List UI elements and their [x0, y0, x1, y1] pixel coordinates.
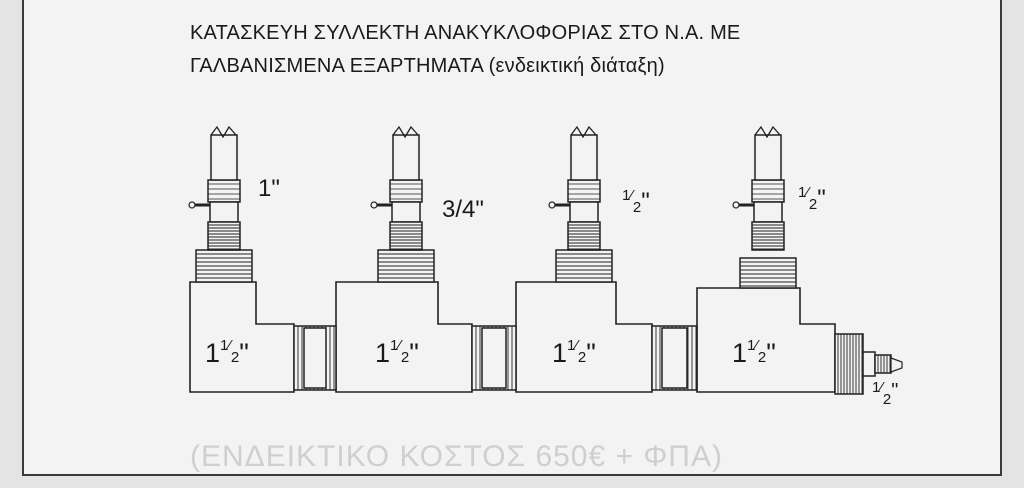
tee-4-top-thread	[739, 257, 797, 289]
valve-3-body	[569, 201, 599, 223]
valve-4-thread	[751, 221, 785, 251]
valve-2-body	[391, 201, 421, 223]
valve-2-handle-knob	[370, 201, 378, 209]
drawing-frame	[22, 0, 1002, 476]
branch-3-size: 1⁄2"	[622, 187, 650, 216]
branch-4-pipe	[754, 134, 782, 181]
branch-4-break-mark	[754, 125, 781, 139]
branch-2-size: 3/4"	[442, 196, 484, 223]
tee-2-body	[335, 281, 473, 393]
valve-4-handle-knob	[732, 201, 740, 209]
valve-3-handle-knob	[548, 201, 556, 209]
branch-4-size: 1⁄2"	[798, 184, 826, 213]
branch-1-pipe	[210, 134, 238, 181]
end-plug-tip	[890, 357, 903, 373]
tee-4-body	[696, 287, 836, 393]
title-line-2: ΓΑΛΒΑΝΙΣΜΕΝΑ ΕΞΑΡΤΗΜΑΤΑ (ενδεικτική διάτ…	[190, 55, 665, 77]
branch-3-break-mark	[570, 125, 597, 139]
nipple-1-hex	[303, 327, 327, 389]
end-fitting-size: 1⁄2"	[872, 379, 899, 408]
valve-1-handle-knob	[188, 201, 196, 209]
valve-3-thread	[567, 221, 601, 251]
branch-3-pipe	[570, 134, 598, 181]
title-line-1: ΚΑΤΑΣΚΕΥΗ ΣΥΛΛΕΚΤΗ ΑΝΑΚΥΚΛΟΦΟΡΙΑΣ ΣΤΟ Ν.…	[190, 22, 741, 44]
tee-2-size: 11⁄2"	[375, 337, 419, 368]
nipple-2-hex	[481, 327, 507, 389]
branch-2-pipe	[392, 134, 420, 181]
tee-4-size: 11⁄2"	[732, 337, 776, 368]
valve-2-thread	[389, 221, 423, 251]
valve-4-body	[753, 201, 783, 223]
tee-1-body	[189, 281, 295, 393]
valve-1-thread	[207, 221, 241, 251]
faded-cost-note: (ΕΝΔΕΙΚΤΙΚΟ ΚΟΣΤΟΣ 650€ + ΦΠΑ)	[190, 440, 723, 473]
tee-3-size: 11⁄2"	[552, 337, 596, 368]
branch-1-size: 1"	[258, 175, 280, 202]
end-plug-thread	[874, 354, 892, 374]
branch-1-break-mark	[210, 125, 237, 139]
branch-2-break-mark	[392, 125, 419, 139]
nipple-3-hex	[661, 327, 688, 389]
tee-3-body	[515, 281, 653, 393]
tee-1-size: 11⁄2"	[205, 337, 249, 368]
valve-1-body	[209, 201, 239, 223]
end-plug-body	[862, 351, 876, 377]
